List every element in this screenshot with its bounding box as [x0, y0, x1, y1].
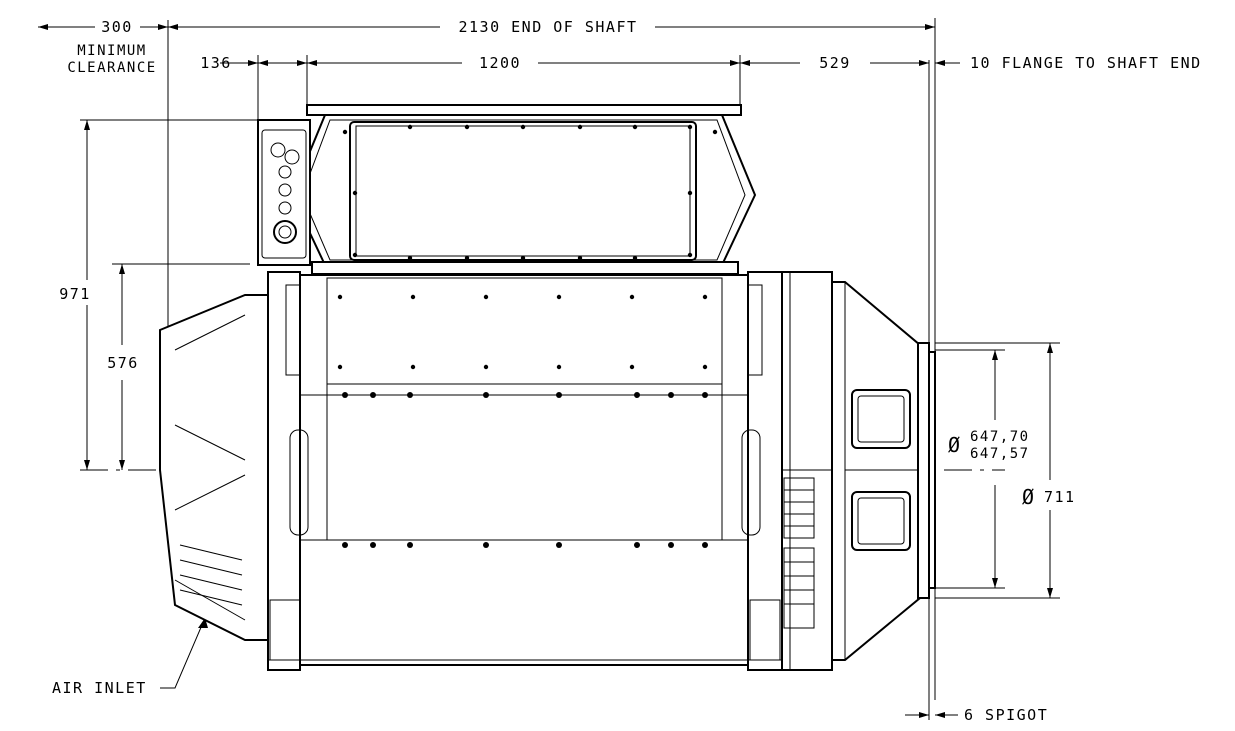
spigot-diameter-min: 647,57 [970, 446, 1030, 462]
spigot-diameter-symbol: Ø [948, 433, 962, 457]
flange-diameter-label: 711 [1044, 488, 1076, 506]
overall-length-label: 2130 END OF SHAFT [458, 18, 637, 36]
flange-diameter-symbol: Ø [1022, 485, 1036, 509]
clearance-label-line1: MINIMUM [77, 43, 147, 59]
terminal-box-offset-label: 136 [200, 54, 232, 72]
air-inlet-label: AIR INLET [52, 679, 147, 697]
spigot-diameter-max: 647,70 [970, 429, 1030, 445]
terminal-box-length-label: 1200 [479, 54, 521, 72]
flange-offset-label: 529 [819, 54, 851, 72]
bolt-pattern [337, 124, 718, 548]
clearance-value: 300 [101, 18, 133, 36]
cable-gland-group [270, 142, 300, 244]
clearance-label-line2: CLEARANCE [67, 60, 156, 76]
generator-body [159, 104, 936, 671]
air-inlet-louvres [179, 544, 243, 606]
height-centre-label: 576 [107, 354, 139, 372]
spigot-length-label: 6 SPIGOT [964, 706, 1048, 724]
height-top-label: 971 [59, 285, 91, 303]
flange-to-shaft-label: 10 FLANGE TO SHAFT END [970, 54, 1202, 72]
dimension-labels: 300 MINIMUM CLEARANCE 2130 END OF SHAFT … [52, 18, 1202, 724]
vent-slots [783, 477, 815, 629]
